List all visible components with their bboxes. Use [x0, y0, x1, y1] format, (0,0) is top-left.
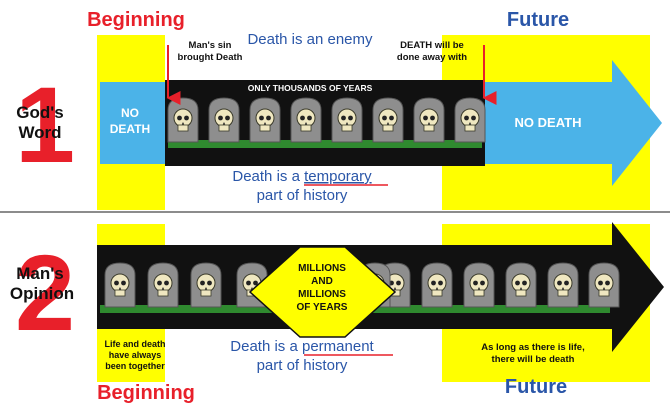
caption-top-line2: part of history — [257, 187, 348, 204]
callout-mans-sin-line2: brought Death — [178, 52, 243, 63]
callout-mans-sin-line1: Man's sin — [189, 40, 232, 51]
side-label-gods-word-line1: God's — [16, 103, 64, 122]
callout-done-away-line2: done away with — [397, 52, 467, 63]
callout-done-away-line1: DEATH will be — [400, 40, 464, 51]
diamond-text-line4: OF YEARS — [297, 302, 348, 313]
beginning-label-bottom: Beginning — [97, 382, 195, 404]
callout-death-enemy: Death is an enemy — [247, 31, 373, 48]
arrow-left-text-line1: NO — [121, 106, 139, 120]
skull-tombstone-icon — [372, 97, 404, 143]
skull-tombstone-icon — [454, 97, 486, 143]
skull-tombstone-icon — [147, 262, 179, 308]
skull-tombstone-icon — [463, 262, 495, 308]
side-label-mans-opinion-line1: Man's — [16, 264, 64, 283]
grass-strip-top — [168, 140, 482, 148]
millions-of-years-diamond — [248, 246, 397, 338]
number-one: 1 — [15, 64, 75, 185]
caption-bottom-pre: Death is a — [230, 338, 302, 355]
side-label-mans-opinion-line2: Opinion — [10, 284, 74, 303]
arrow-left-text-line2: DEATH — [110, 122, 150, 136]
arrow-right-text: NO DEATH — [515, 115, 582, 130]
caption-bottom-line1: Death is a permanent — [230, 338, 374, 355]
left-note-line2: have always — [109, 350, 162, 360]
skull-tombstone-icon — [421, 262, 453, 308]
caption-top-line1: Death is a temporary — [232, 168, 372, 185]
skull-tombstone-icon — [249, 97, 281, 143]
caption-bottom-line2: part of history — [257, 357, 348, 374]
left-note-line1: Life and death — [104, 339, 165, 349]
skull-tombstone-icon — [588, 262, 620, 308]
caption-top-pre: Death is a — [232, 168, 304, 185]
diamond-text-line1: MILLIONS — [298, 263, 346, 274]
skull-tombstone-icon — [505, 262, 537, 308]
diamond-text-line2: AND — [311, 276, 333, 287]
future-label-top: Future — [507, 9, 569, 31]
skull-tombstone-icon — [208, 97, 240, 143]
skull-tombstone-icon — [331, 97, 363, 143]
diamond-text-line3: MILLIONS — [298, 289, 346, 300]
skull-tombstone-icon — [547, 262, 579, 308]
number-two: 2 — [15, 232, 75, 353]
skull-tombstone-icon — [167, 97, 199, 143]
skull-tombstone-icon — [104, 262, 136, 308]
skull-tombstone-icon — [190, 262, 222, 308]
skull-tombstone-icon — [290, 97, 322, 143]
left-note-line3: been together — [105, 361, 165, 371]
caption-top-emphasis: temporary — [304, 168, 372, 185]
beginning-label-top: Beginning — [87, 9, 185, 31]
right-note-line2: there will be death — [492, 354, 575, 365]
side-label-gods-word-line2: Word — [18, 123, 61, 142]
skull-tombstone-icon — [413, 97, 445, 143]
caption-bottom-emphasis: permanent — [302, 338, 375, 355]
right-note-line1: As long as there is life, — [481, 342, 584, 353]
band-header-top: ONLY THOUSANDS OF YEARS — [248, 83, 373, 93]
future-label-bottom: Future — [505, 376, 567, 398]
